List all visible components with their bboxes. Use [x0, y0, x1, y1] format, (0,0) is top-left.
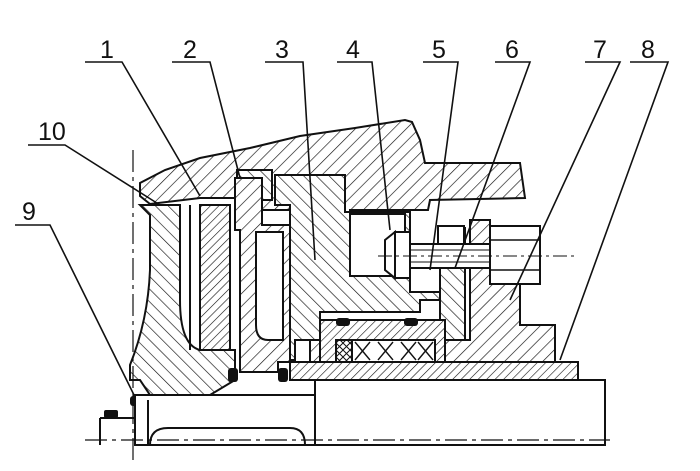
shaft-plate — [289, 361, 579, 381]
callout-4: 4 — [346, 36, 360, 64]
shaft — [314, 379, 606, 446]
packing-cross-block — [335, 339, 353, 363]
o-ring-4 — [278, 368, 288, 382]
callout-9: 9 — [22, 198, 36, 226]
shaft-left — [134, 394, 316, 446]
sleeve-slot — [255, 231, 284, 341]
o-ring-1 — [336, 318, 350, 326]
leader-lines — [15, 61, 670, 398]
callout-8: 8 — [641, 36, 655, 64]
narrow-ring — [199, 204, 231, 351]
bolt-assembly — [378, 225, 575, 285]
callout-2: 2 — [183, 36, 197, 64]
shaft-groove — [149, 427, 306, 446]
packing-ring — [339, 339, 436, 363]
callout-1: 1 — [100, 36, 114, 64]
callout-7: 7 — [593, 36, 607, 64]
callout-5: 5 — [432, 36, 446, 64]
callout-3: 3 — [275, 36, 289, 64]
packing-x-marks — [354, 341, 434, 361]
o-ring-2 — [404, 318, 418, 326]
o-ring-3 — [228, 368, 238, 382]
callout-6: 6 — [505, 36, 519, 64]
left-hub — [129, 204, 236, 396]
callout-10: 10 — [38, 118, 66, 146]
o-ring-6 — [104, 410, 118, 418]
